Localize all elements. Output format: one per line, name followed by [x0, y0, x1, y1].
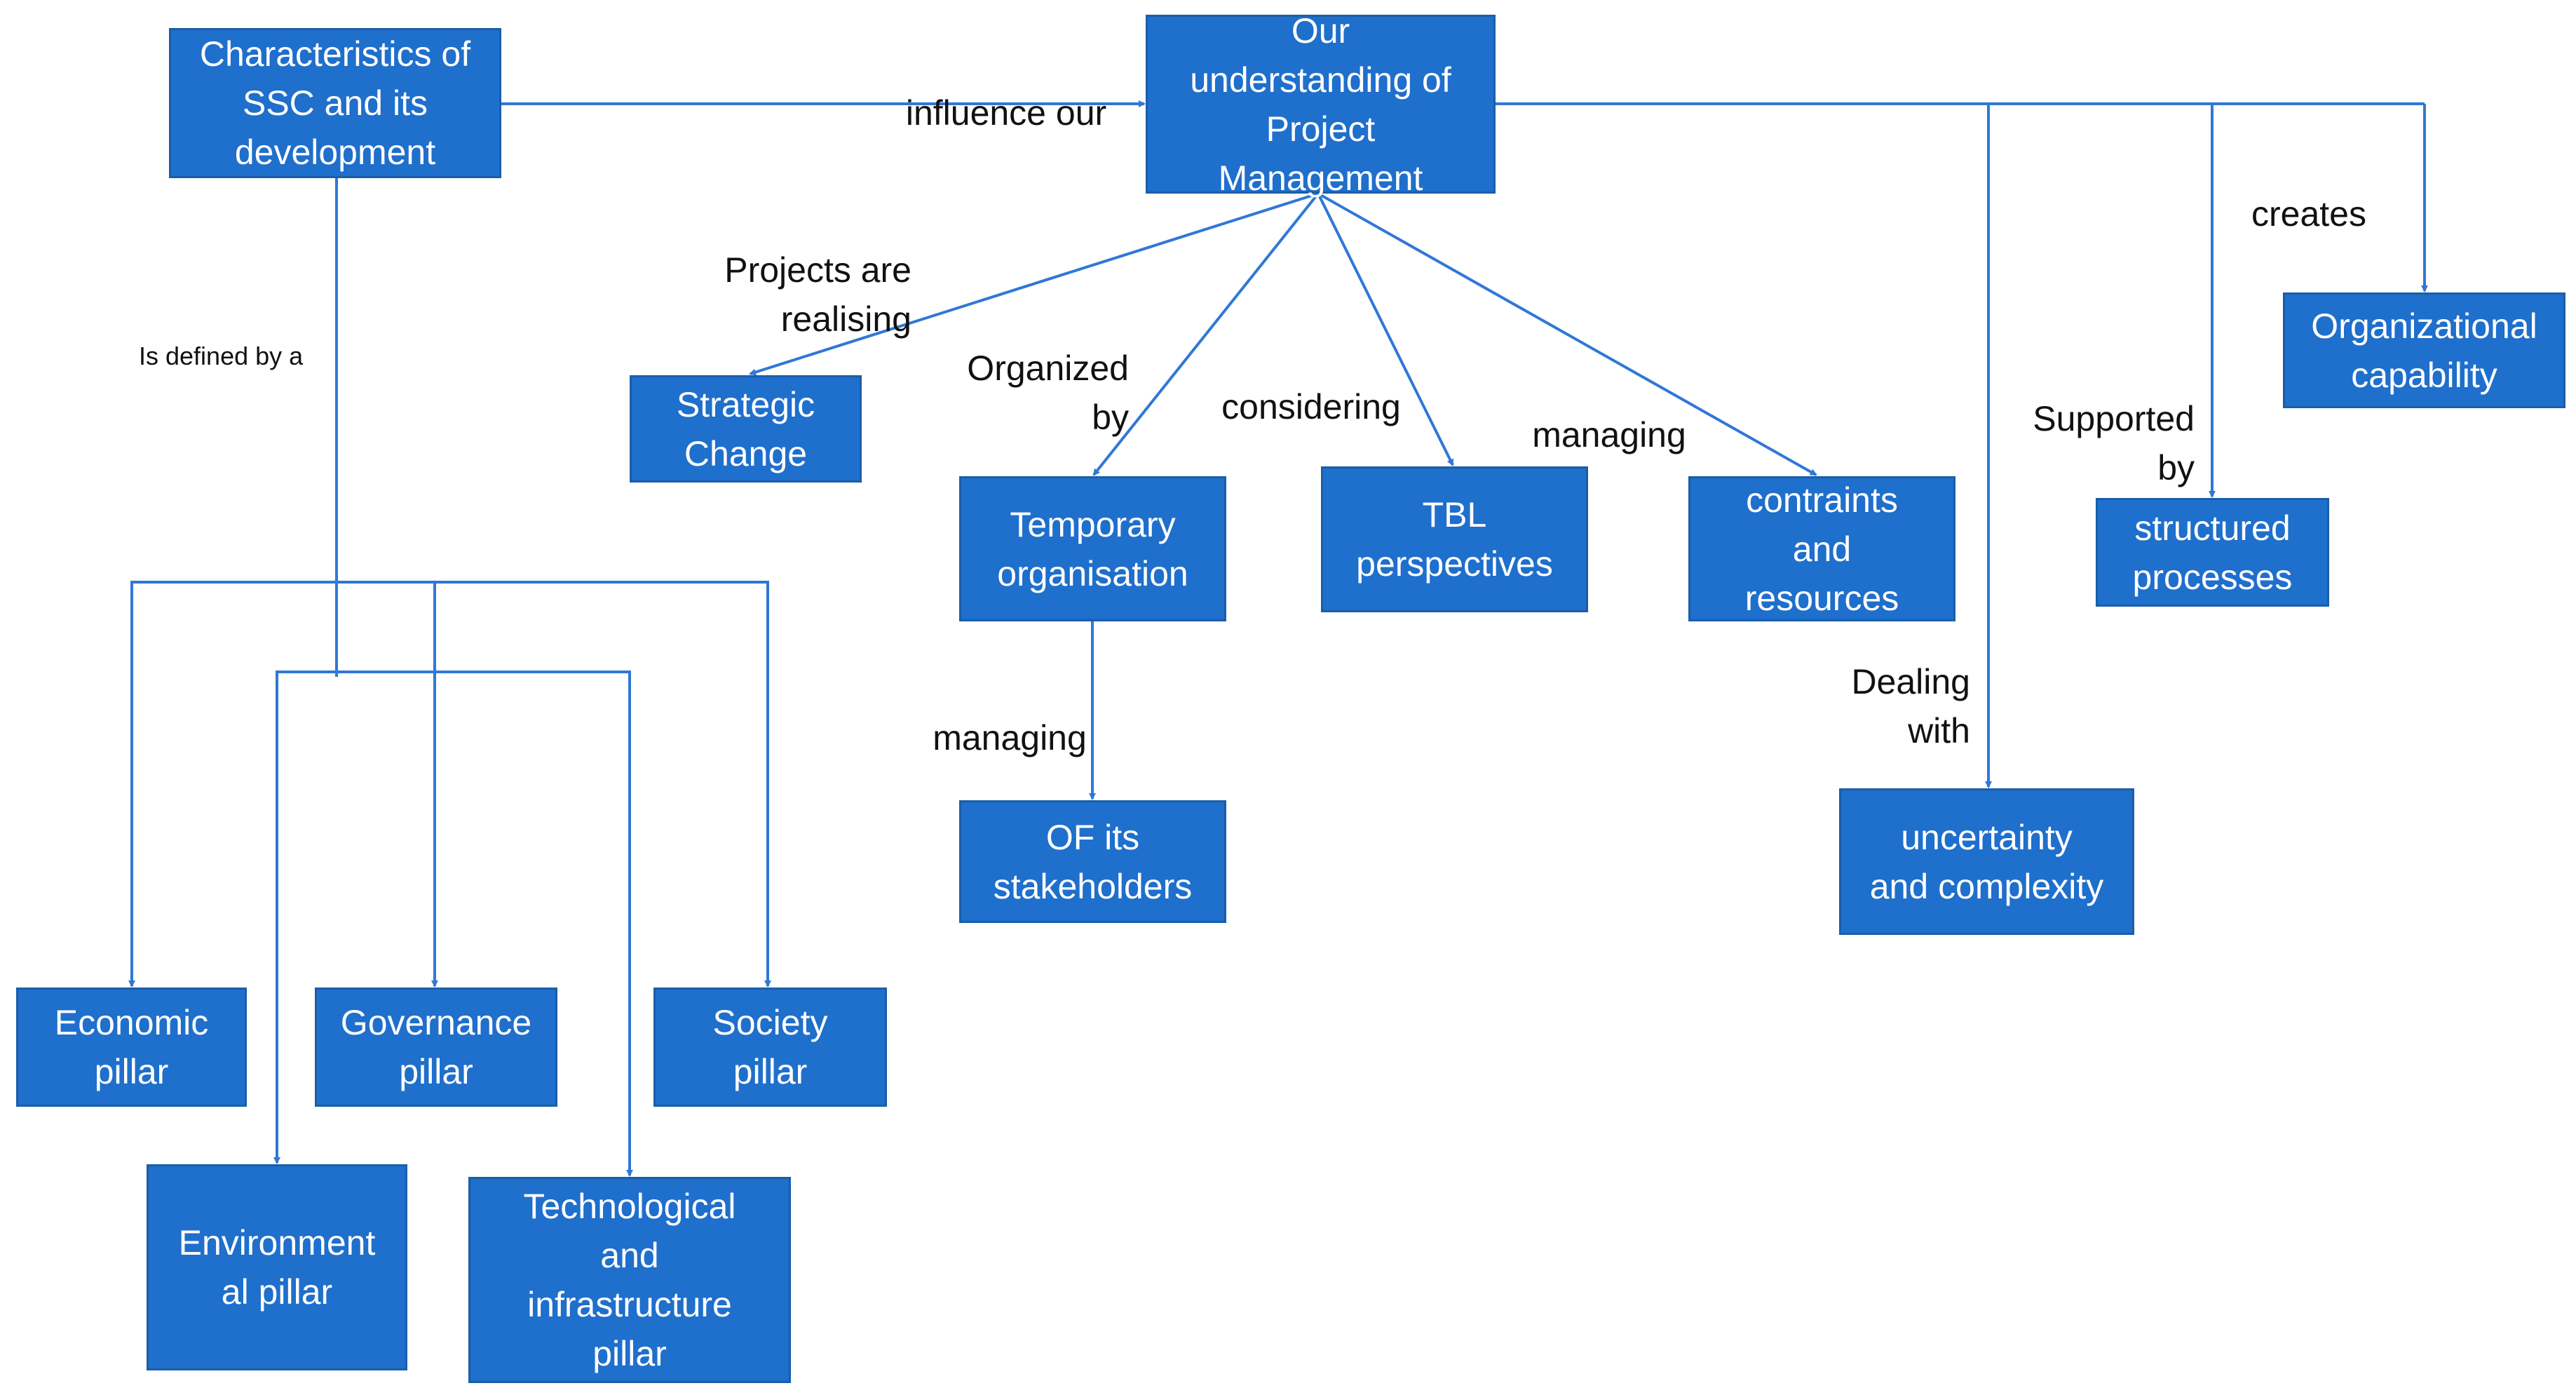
node-ssc-characteristics: Characteristics of SSC and its developme…: [169, 28, 501, 178]
label-managing-stakeholders: managing: [933, 718, 1087, 757]
label-influence-our: influence our: [905, 93, 1107, 133]
node-structured-processes: structured processes: [2096, 498, 2329, 607]
node-governance-pillar: Governance pillar: [315, 988, 557, 1107]
node-society-pillar: Society pillar: [653, 988, 887, 1107]
node-technological-pillar: Technological and infrastructure pillar: [468, 1177, 791, 1383]
edge-pm-to-temporary: [1092, 192, 1320, 476]
edge-pm-to-constraints: [1317, 192, 1817, 476]
node-environmental-pillar: Environment al pillar: [147, 1164, 407, 1370]
label-managing-constraints: managing: [1532, 415, 1686, 454]
label-organized-by: Organized by: [967, 349, 1129, 437]
label-creates: creates: [2251, 194, 2366, 234]
node-uncertainty-complexity: uncertainty and complexity: [1839, 788, 2134, 935]
label-is-defined-by: Is defined by a: [139, 342, 304, 370]
node-organizational-capability: Organizational capability: [2283, 292, 2565, 408]
node-strategic-change: Strategic Change: [630, 375, 862, 483]
label-dealing-with: Dealing with: [1851, 662, 1970, 750]
node-tbl-perspectives: TBL perspectives: [1321, 466, 1588, 612]
label-projects-are-realising: Projects are realising: [724, 250, 911, 339]
edge-pm-to-tbl: [1317, 193, 1454, 466]
node-project-management: Our understanding of Project Management: [1146, 11, 1496, 198]
node-temporary-organisation: Temporary organisation: [959, 476, 1226, 621]
edge-bus-upper: [130, 581, 769, 986]
edge-pm-to-strategic: [749, 192, 1319, 376]
node-constraints-resources: contraints and resources: [1688, 476, 1955, 621]
node-stakeholders: OF its stakeholders: [959, 800, 1226, 923]
label-supported-by: Supported by: [2033, 399, 2195, 487]
node-economic-pillar: Economic pillar: [16, 988, 247, 1107]
label-considering: considering: [1221, 387, 1401, 426]
